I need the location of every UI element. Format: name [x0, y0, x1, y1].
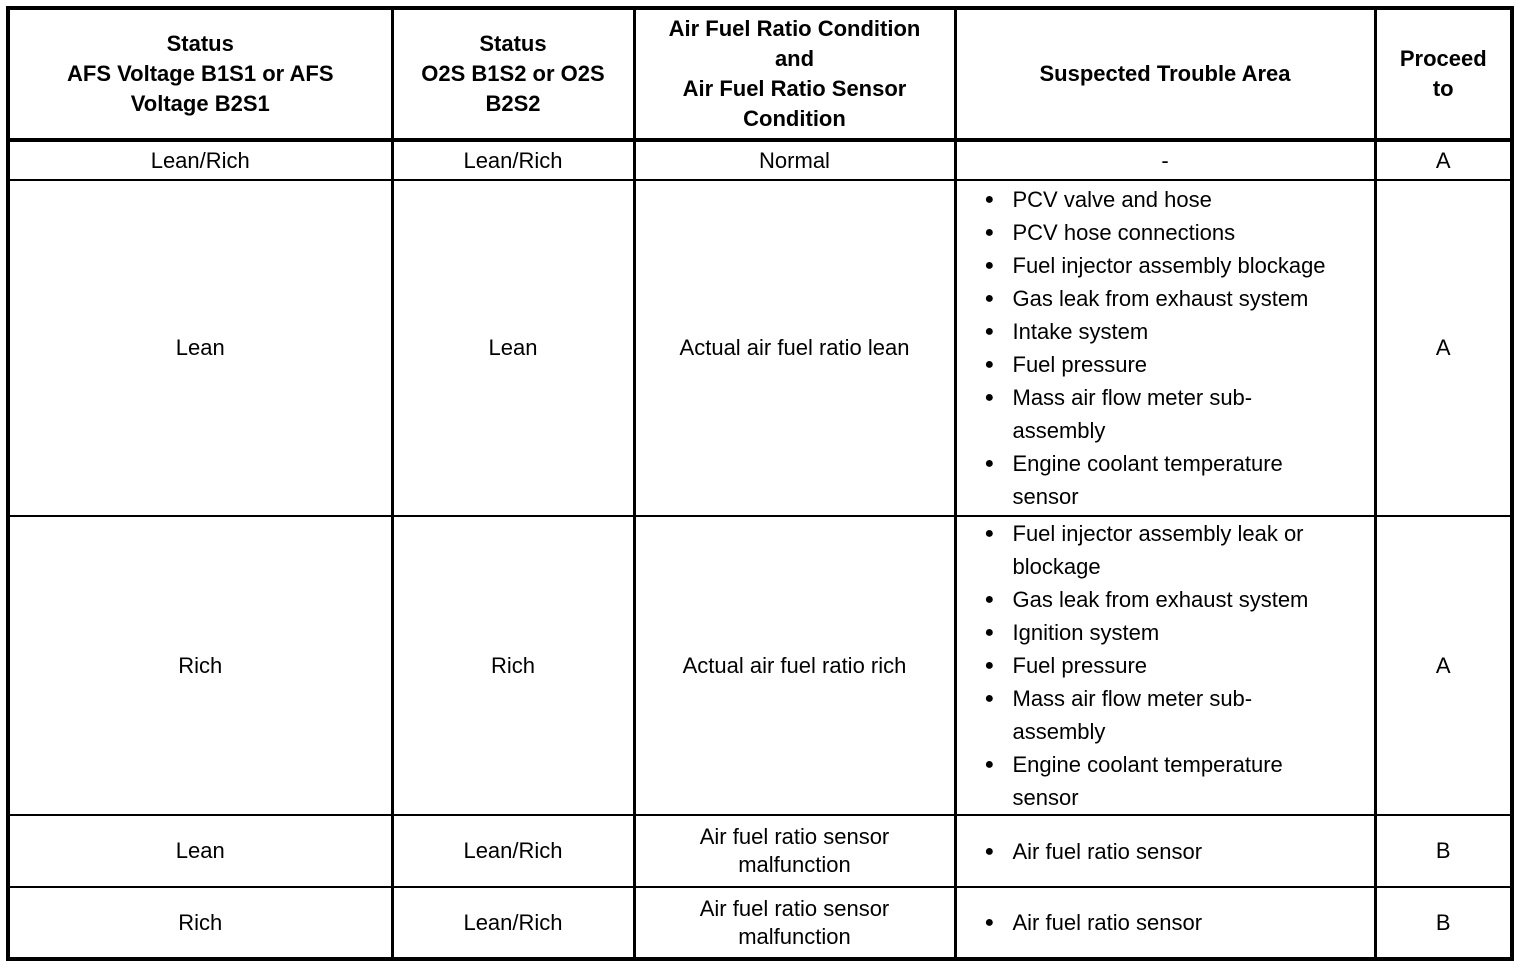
trouble-item: PCV hose connections	[985, 216, 1336, 249]
trouble-item: Engine coolant temperature sensor	[985, 447, 1336, 513]
cell-trouble-area: Air fuel ratio sensor	[953, 886, 1377, 960]
cell-afs-status: Rich	[6, 515, 394, 816]
trouble-item: Gas leak from exhaust system	[985, 282, 1336, 315]
trouble-item: Ignition system	[985, 616, 1336, 649]
cell-condition: Air fuel ratio sensor malfunction	[632, 886, 957, 960]
trouble-item: Mass air flow meter sub-assembly	[985, 381, 1336, 447]
cell-afs-status: Rich	[6, 886, 394, 960]
header-text: Proceed to	[1399, 46, 1487, 101]
trouble-item: Air fuel ratio sensor	[985, 906, 1336, 939]
cell-condition: Actual air fuel ratio lean	[632, 179, 957, 517]
cell-afs-status: Lean	[6, 179, 394, 517]
cell-proceed-to: A	[1373, 515, 1514, 816]
header-text: AFS Voltage B1S1 or AFS Voltage B2S1	[67, 61, 334, 116]
header-text: and	[774, 46, 815, 71]
cell-o2s-status: Lean/Rich	[390, 886, 636, 960]
trouble-item: Fuel pressure	[985, 649, 1336, 682]
cell-proceed-to: B	[1373, 814, 1514, 888]
trouble-list: Air fuel ratio sensor	[985, 906, 1336, 939]
cell-trouble-area: Air fuel ratio sensor	[953, 814, 1377, 888]
cell-proceed-to: A	[1373, 179, 1514, 517]
trouble-list: PCV valve and hosePCV hose connectionsFu…	[985, 183, 1336, 513]
header-text: Air Fuel Ratio Sensor Condition	[682, 76, 907, 131]
cell-afs-status: Lean	[6, 814, 394, 888]
cell-trouble-area: Fuel injector assembly leak or blockageG…	[953, 515, 1377, 816]
cell-condition: Air fuel ratio sensor malfunction	[632, 814, 957, 888]
trouble-item: Fuel injector assembly blockage	[985, 249, 1336, 282]
cell-proceed-to: B	[1373, 886, 1514, 960]
header-cell-proceed-to: Proceed to	[1373, 7, 1514, 142]
header-text: Status	[479, 31, 547, 56]
trouble-item: PCV valve and hose	[985, 183, 1336, 216]
header-cell-trouble-area: Suspected Trouble Area	[953, 7, 1377, 142]
trouble-item: Fuel injector assembly leak or blockage	[985, 518, 1336, 583]
trouble-item: Fuel pressure	[985, 348, 1336, 381]
trouble-item: Intake system	[985, 315, 1336, 348]
header-text: Suspected Trouble Area	[1039, 61, 1291, 86]
trouble-item: Air fuel ratio sensor	[985, 835, 1336, 868]
cell-afs-status: Lean/Rich	[6, 139, 394, 181]
cell-o2s-status: Lean/Rich	[390, 814, 636, 888]
cell-condition: Actual air fuel ratio rich	[632, 515, 957, 816]
cell-condition: Normal	[632, 139, 957, 181]
cell-o2s-status: Lean	[390, 179, 636, 517]
trouble-item: Engine coolant temperature sensor	[985, 748, 1336, 813]
cell-proceed-to: A	[1373, 139, 1514, 181]
trouble-list: Air fuel ratio sensor	[985, 835, 1336, 868]
trouble-item: Gas leak from exhaust system	[985, 583, 1336, 616]
trouble-list: Fuel injector assembly leak or blockageG…	[985, 518, 1336, 813]
header-text: O2S B1S2 or O2S B2S2	[421, 61, 605, 116]
cell-o2s-status: Rich	[390, 515, 636, 816]
header-text: Status	[166, 31, 234, 56]
cell-trouble-area: PCV valve and hosePCV hose connectionsFu…	[953, 179, 1377, 517]
cell-trouble-area: -	[953, 139, 1377, 181]
cell-o2s-status: Lean/Rich	[390, 139, 636, 181]
header-text: Air Fuel Ratio Condition	[668, 16, 921, 41]
trouble-item: Mass air flow meter sub-assembly	[985, 682, 1336, 748]
